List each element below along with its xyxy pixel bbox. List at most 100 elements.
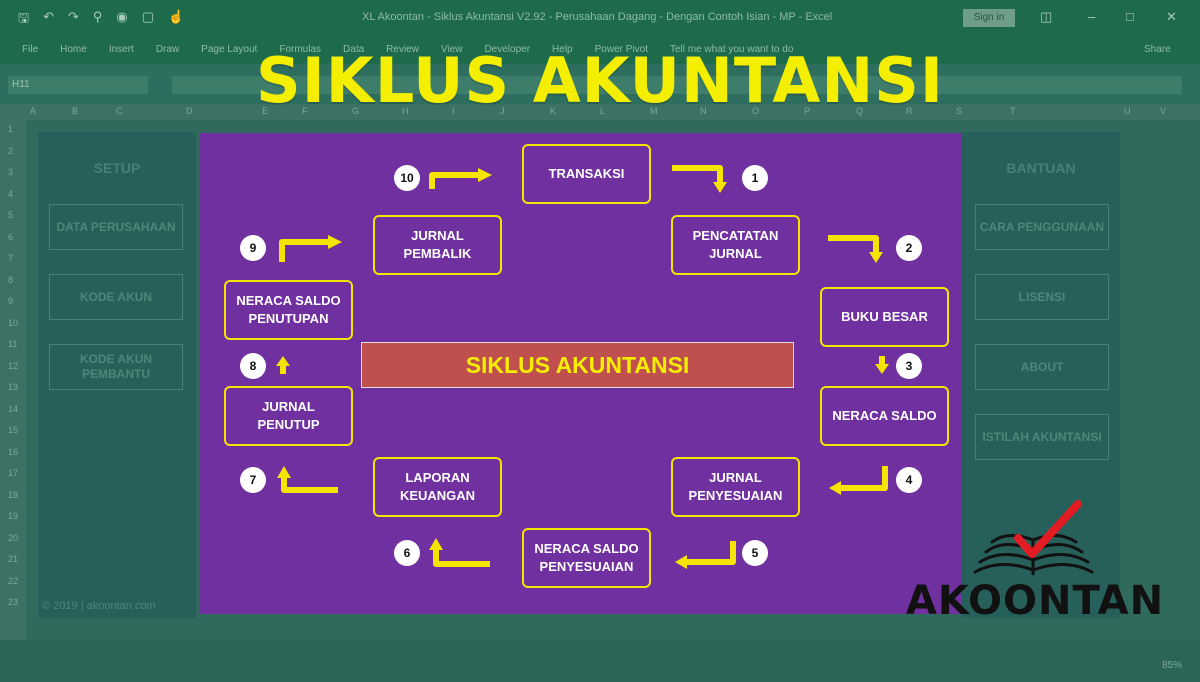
column-header[interactable]: K <box>550 106 557 116</box>
column-header[interactable]: E <box>262 106 269 116</box>
row-header[interactable]: 2 <box>8 145 14 156</box>
page-icon[interactable]: ▢ <box>141 9 155 24</box>
row-header[interactable]: 17 <box>8 468 19 478</box>
tab-insert[interactable]: Insert <box>108 44 134 55</box>
ribbon-display-icon[interactable]: ◫ <box>1040 9 1053 24</box>
row-header[interactable]: 10 <box>8 317 19 328</box>
step-number-badge: 10 <box>394 165 420 191</box>
row-header[interactable]: 1 <box>8 124 14 134</box>
column-header[interactable]: G <box>352 106 360 116</box>
step-laporan-keuangan[interactable]: LAPORAN KEUANGAN <box>373 457 502 517</box>
row-header[interactable]: 12 <box>8 360 19 371</box>
data-perusahaan-button[interactable]: DATA PERUSAHAAN <box>49 204 183 250</box>
istilah-akuntansi-button[interactable]: ISTILAH AKUNTANSI <box>975 414 1109 460</box>
tab-home[interactable]: Home <box>60 44 87 55</box>
column-header[interactable]: N <box>700 106 707 116</box>
column-header[interactable]: U <box>1124 106 1131 116</box>
maximize-icon[interactable]: □ <box>1126 9 1134 24</box>
save-icon[interactable]: 🖫 <box>18 10 30 25</box>
column-header[interactable]: L <box>600 106 606 116</box>
close-icon[interactable]: ✕ <box>1166 9 1177 24</box>
arrowhead-10-icon <box>478 168 492 182</box>
tab-file[interactable]: File <box>22 44 39 55</box>
column-header[interactable]: B <box>72 106 79 116</box>
tab-help[interactable]: Help <box>552 44 573 55</box>
row-header[interactable]: 9 <box>8 296 14 306</box>
row-header[interactable]: 3 <box>8 167 14 177</box>
column-header[interactable]: P <box>804 106 811 116</box>
step-jurnal-penutup[interactable]: JURNAL PENUTUP <box>224 386 353 446</box>
cara-penggunaan-button[interactable]: CARA PENGGUNAAN <box>975 204 1109 250</box>
step-buku-besar[interactable]: BUKU BESAR <box>820 287 949 347</box>
cycle-center-label: SIKLUS AKUNTANSI <box>361 342 794 388</box>
kode-akun-button[interactable]: KODE AKUN <box>49 274 183 320</box>
step-transaksi[interactable]: TRANSAKSI <box>522 144 651 204</box>
tell-me-search[interactable]: Tell me what you want to do <box>669 44 794 55</box>
formula-input[interactable] <box>172 76 1182 94</box>
column-header[interactable]: O <box>752 106 760 116</box>
row-header[interactable]: 6 <box>8 231 14 242</box>
about-button[interactable]: ABOUT <box>975 344 1109 390</box>
arrow-step-4-icon <box>840 466 888 491</box>
undo-icon[interactable]: ↶ <box>43 9 54 24</box>
touch-icon[interactable]: ☝ <box>168 9 185 24</box>
row-header[interactable]: 22 <box>8 575 19 586</box>
row-header[interactable]: 5 <box>8 210 14 220</box>
column-header[interactable]: J <box>500 106 505 116</box>
lisensi-button[interactable]: LISENSI <box>975 274 1109 320</box>
column-header[interactable]: S <box>956 106 963 116</box>
camera-icon[interactable]: ◉ <box>116 9 128 24</box>
row-header[interactable]: 8 <box>8 274 14 285</box>
step-jurnal-penyesuaian[interactable]: JURNAL PENYESUAIAN <box>671 457 800 517</box>
row-header[interactable]: 4 <box>8 188 14 199</box>
row-header[interactable]: 18 <box>8 489 19 500</box>
row-header[interactable]: 23 <box>8 597 19 607</box>
zoom-level[interactable]: 85% <box>1162 660 1183 671</box>
tab-page-layout[interactable]: Page Layout <box>201 44 258 55</box>
row-header[interactable]: 21 <box>8 554 19 564</box>
row-header[interactable]: 13 <box>8 382 19 392</box>
tab-data[interactable]: Data <box>343 44 365 55</box>
column-header[interactable]: D <box>186 106 193 116</box>
sign-in-button[interactable]: Sign in <box>963 9 1015 27</box>
redo-icon[interactable]: ↷ <box>67 9 79 24</box>
column-header[interactable]: M <box>650 106 658 116</box>
column-header[interactable]: A <box>30 106 37 116</box>
tab-developer[interactable]: Developer <box>484 44 531 55</box>
name-box[interactable]: H11 <box>8 76 148 94</box>
step-number-badge: 2 <box>896 235 922 261</box>
column-header[interactable]: V <box>1160 106 1167 116</box>
step-neraca-saldo[interactable]: NERACA SALDO <box>820 386 949 446</box>
share-button[interactable]: Share <box>1144 44 1171 55</box>
column-header[interactable]: R <box>906 106 913 116</box>
column-header[interactable]: Q <box>856 106 864 116</box>
akoontan-logo: AKOONTAN <box>900 500 1170 630</box>
tab-view[interactable]: View <box>440 44 463 55</box>
column-header[interactable]: I <box>452 106 455 116</box>
zoom-icon[interactable]: ⚲ <box>92 9 103 24</box>
column-header[interactable]: C <box>116 106 123 116</box>
row-header[interactable]: 19 <box>8 511 19 521</box>
tab-review[interactable]: Review <box>386 44 419 55</box>
step-neraca-saldo-penutupan[interactable]: NERACA SALDO PENUTUPAN <box>224 280 353 340</box>
step-pencatatan-jurnal[interactable]: PENCATATAN JURNAL <box>671 215 800 275</box>
row-header[interactable]: 14 <box>8 403 19 414</box>
kode-akun-pembantu-button[interactable]: KODE AKUN PEMBANTU <box>49 344 183 390</box>
row-header[interactable]: 11 <box>8 339 18 349</box>
tab-formulas[interactable]: Formulas <box>279 44 322 55</box>
column-header[interactable]: T <box>1010 106 1016 116</box>
checkmark-icon <box>1014 500 1082 558</box>
step-jurnal-pembalik[interactable]: JURNAL PEMBALIK <box>373 215 502 275</box>
row-header[interactable]: 7 <box>8 253 14 263</box>
step-neraca-saldo-penyesuaian[interactable]: NERACA SALDO PENYESUAIAN <box>522 528 651 588</box>
column-header[interactable]: H <box>402 106 409 116</box>
minimize-icon[interactable]: – <box>1088 9 1096 24</box>
row-header[interactable]: 20 <box>8 532 19 543</box>
row-header[interactable]: 16 <box>8 446 19 457</box>
tab-power-pivot[interactable]: Power Pivot <box>594 44 648 55</box>
column-header[interactable]: F <box>302 106 308 116</box>
arrowhead-3-icon <box>875 364 889 374</box>
tab-draw[interactable]: Draw <box>155 44 180 55</box>
row-header[interactable]: 15 <box>8 425 19 435</box>
